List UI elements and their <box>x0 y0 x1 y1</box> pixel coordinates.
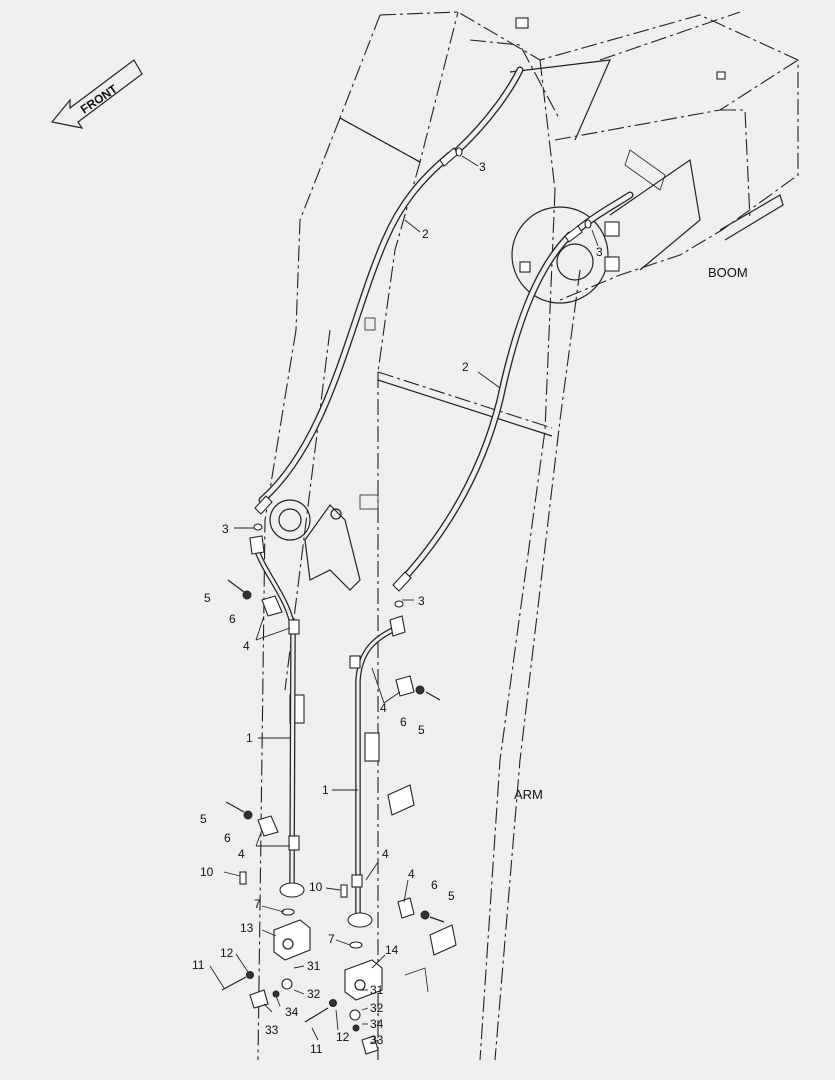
callout-34: 34 <box>285 1005 299 1019</box>
leader-lines <box>209 155 599 1045</box>
callout-5: 5 <box>448 889 455 903</box>
callout-4: 4 <box>238 847 245 861</box>
callout-4: 4 <box>382 847 389 861</box>
block-14 <box>304 959 383 1055</box>
callout-31: 31 <box>370 983 384 997</box>
block-13 <box>221 919 311 1009</box>
callout-3: 3 <box>596 245 603 259</box>
callout-5: 5 <box>200 812 207 826</box>
pipe-right <box>347 615 406 928</box>
callout-3: 3 <box>222 522 229 536</box>
callout-4: 4 <box>243 639 250 653</box>
callout-4: 4 <box>408 867 415 881</box>
callout-2: 2 <box>462 360 469 374</box>
callout-11: 11 <box>192 958 205 972</box>
callout-11: 11 <box>310 1042 323 1056</box>
callout-13: 13 <box>240 921 254 935</box>
callout-33: 33 <box>370 1033 384 1047</box>
callout-33: 33 <box>265 1023 279 1037</box>
seal-left <box>281 908 295 916</box>
callout-1: 1 <box>322 783 329 797</box>
callout-32: 32 <box>307 987 321 1001</box>
callout-12: 12 <box>336 1030 350 1044</box>
hose-left <box>254 66 524 515</box>
callout-7: 7 <box>328 932 335 946</box>
callout-34: 34 <box>370 1017 384 1031</box>
front-arrow-icon: FRONT <box>50 59 143 129</box>
callout-6: 6 <box>224 831 231 845</box>
callout-32: 32 <box>370 1001 384 1015</box>
callout-5: 5 <box>418 723 425 737</box>
left-clamp-upper <box>227 579 300 635</box>
callout-5: 5 <box>204 591 211 605</box>
oring-upper-right <box>584 219 592 229</box>
arm-label: ARM <box>514 787 543 802</box>
boom-label: BOOM <box>708 265 748 280</box>
callout-3: 3 <box>418 594 425 608</box>
callout-10: 10 <box>200 865 214 879</box>
right-clamp-upper <box>349 655 441 701</box>
callout-31: 31 <box>307 959 321 973</box>
left-clamp-lower <box>225 801 300 885</box>
oring-left <box>253 523 263 531</box>
callout-6: 6 <box>400 715 407 729</box>
right-clamp-lower <box>340 874 445 923</box>
callout-7: 7 <box>254 897 261 911</box>
callout-14: 14 <box>385 943 399 957</box>
callout-2: 2 <box>422 227 429 241</box>
callout-6: 6 <box>431 878 438 892</box>
callout-12: 12 <box>220 946 234 960</box>
callout-1: 1 <box>246 731 253 745</box>
callout-6: 6 <box>229 612 236 626</box>
oring-upper <box>455 147 463 157</box>
callout-3: 3 <box>479 160 486 174</box>
seal-right <box>349 941 363 949</box>
oring-right <box>394 600 404 608</box>
callout-10: 10 <box>309 880 323 894</box>
hose-right <box>392 191 634 592</box>
callout-4: 4 <box>380 701 387 715</box>
